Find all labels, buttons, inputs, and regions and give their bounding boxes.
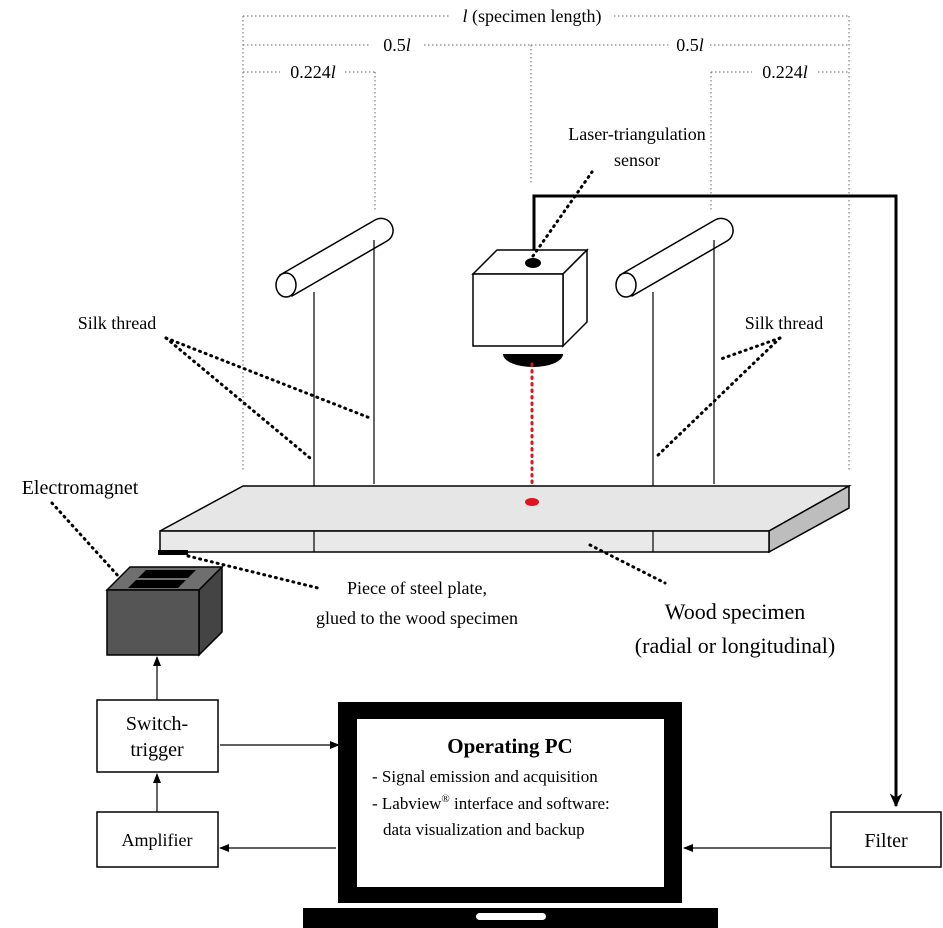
electromagnet-label: Electromagnet	[22, 477, 139, 499]
half-length-right-label: 0.5l	[676, 35, 704, 55]
sensor-cable	[532, 194, 903, 808]
steel-plate	[158, 550, 188, 555]
half-length-left-label: 0.5l	[383, 35, 411, 55]
node-position-right-label: 0.224l	[762, 62, 808, 82]
pc-line-visualization: data visualization and backup	[383, 820, 585, 839]
pc-line-labview: - Labview® interface and software:	[372, 793, 610, 813]
pc-line-signal: - Signal emission and acquisition	[372, 767, 598, 786]
wood-specimen	[159, 484, 852, 554]
laser-spot	[525, 498, 539, 506]
specimen-length-label: l (specimen length)	[463, 6, 602, 27]
laptop-touchpad	[476, 913, 546, 920]
steel-plate-label-line1: Piece of steel plate,	[347, 578, 487, 598]
leader-lines	[50, 170, 782, 590]
laser-sensor	[471, 248, 589, 367]
electromagnet	[105, 565, 224, 657]
switch-trigger-box	[96, 699, 219, 773]
steel-plate-label-line2: glued to the wood specimen	[316, 608, 518, 628]
switch-trigger-label-line1: Switch-	[126, 713, 188, 735]
wood-specimen-label-line1: Wood specimen	[665, 599, 806, 624]
silk-thread-label-right: Silk thread	[745, 313, 824, 333]
operating-pc	[303, 702, 718, 928]
amplifier-box	[96, 811, 219, 868]
filter-box	[830, 811, 942, 868]
sensor-label-line2: sensor	[614, 150, 660, 170]
sensor-label-line1: Laser-triangulation	[568, 124, 706, 144]
filter-label: Filter	[864, 830, 908, 852]
node-position-left-label: 0.224l	[290, 62, 336, 82]
dimension-lines	[242, 15, 850, 472]
wood-specimen-label-line2: (radial or longitudinal)	[635, 633, 835, 658]
left-support-rod	[275, 217, 394, 298]
pc-title: Operating PC	[447, 734, 572, 758]
switch-trigger-label-line2: trigger	[130, 739, 184, 761]
signal-arrows	[153, 656, 831, 852]
silk-thread-label-left: Silk thread	[78, 313, 157, 333]
amplifier-label: Amplifier	[122, 830, 193, 850]
right-support-rod	[615, 217, 734, 298]
